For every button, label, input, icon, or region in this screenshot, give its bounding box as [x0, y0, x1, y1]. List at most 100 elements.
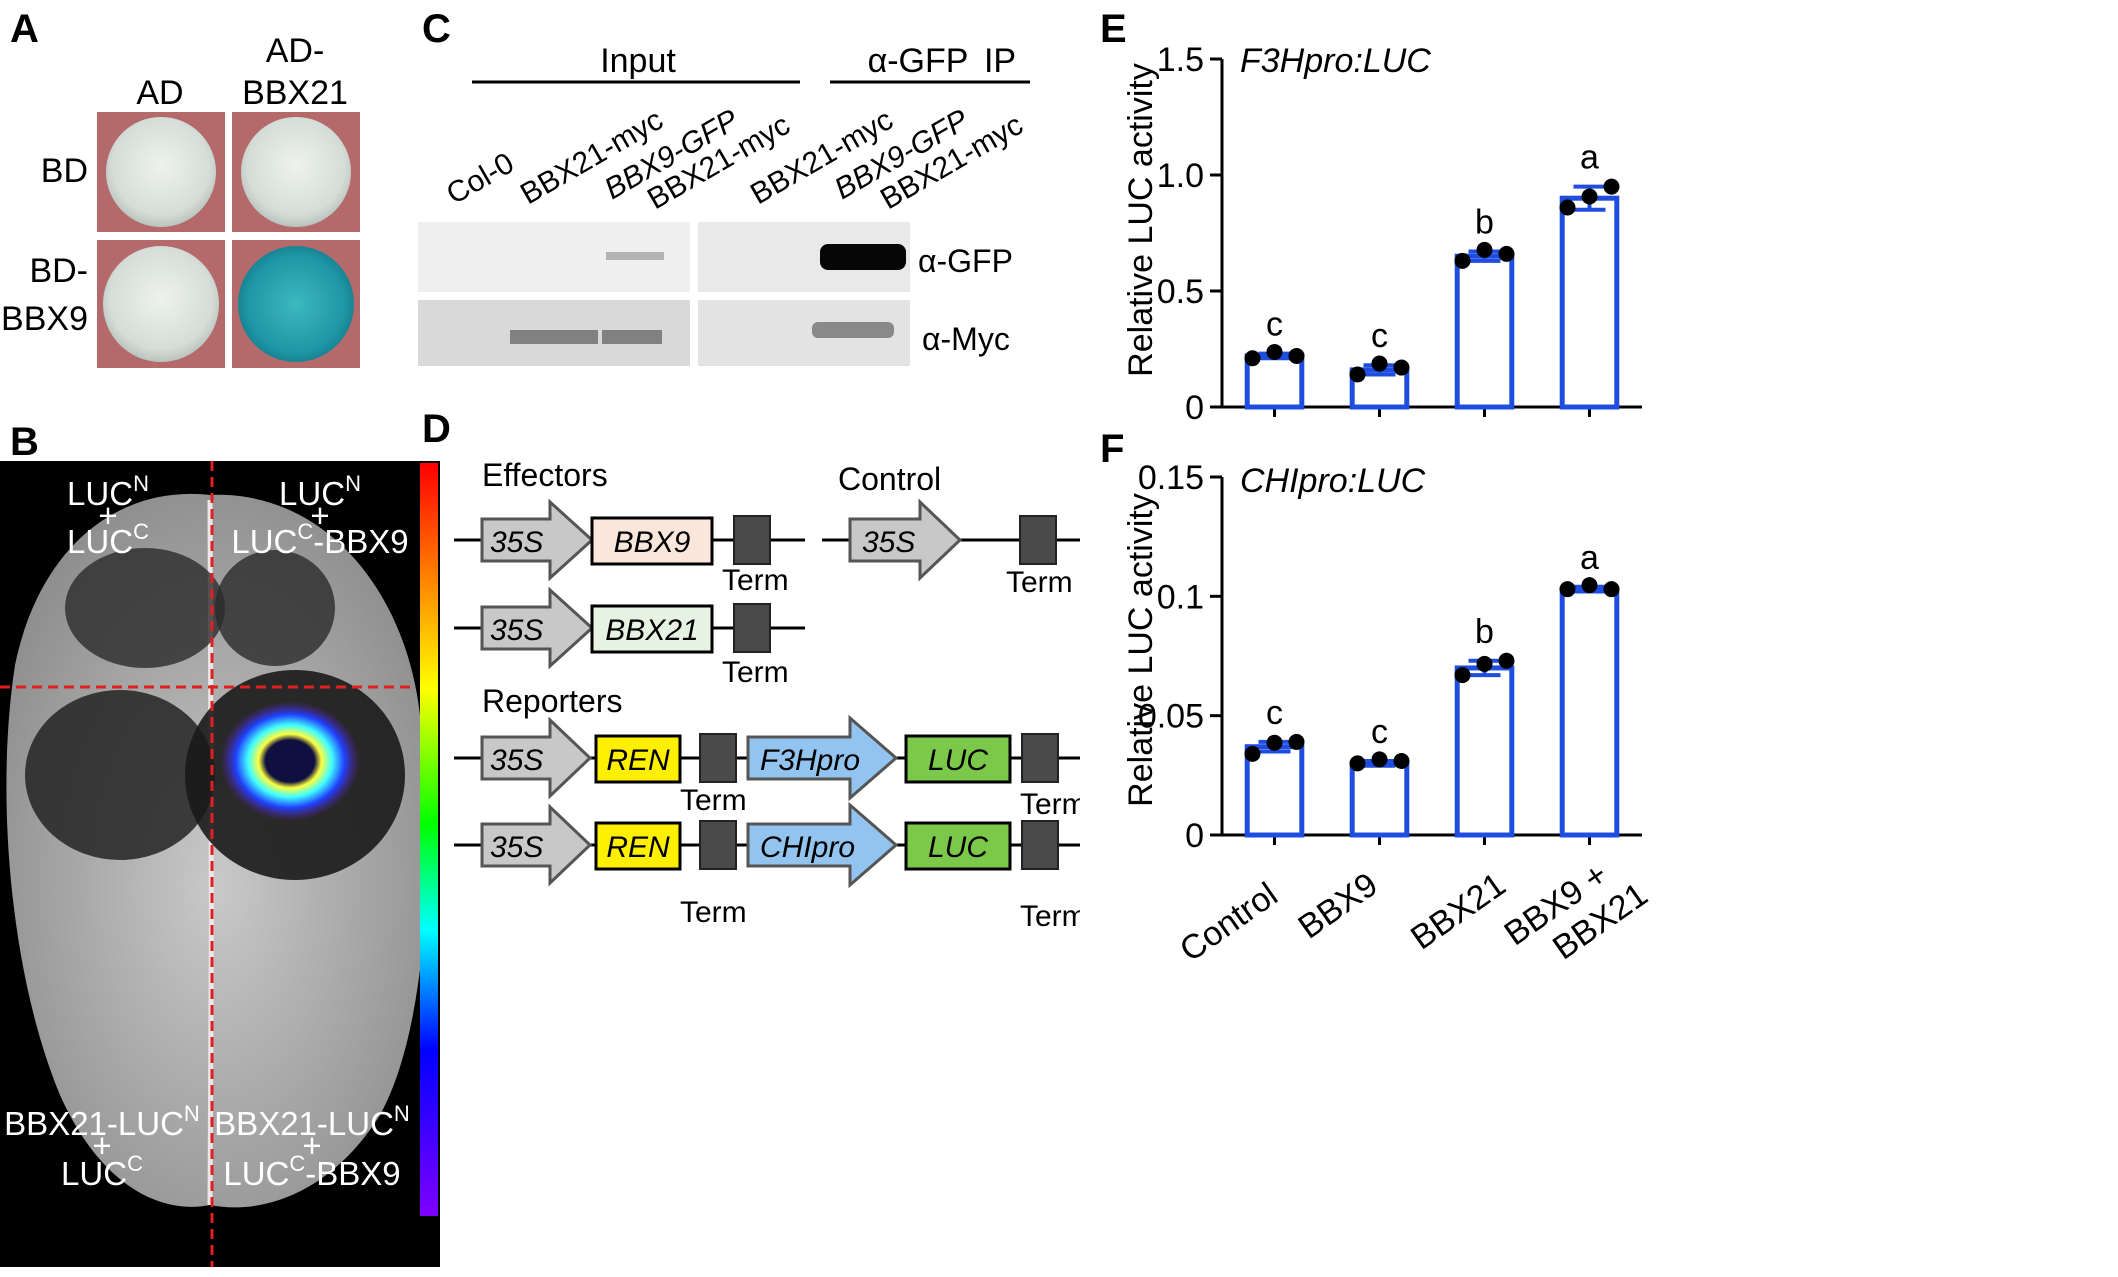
chart-title: F3Hpro:LUC: [1240, 42, 1431, 80]
data-point: [1266, 343, 1283, 360]
construct-f3hpro-reporter: 35S REN Term F3Hpro LUC Term: [454, 714, 1080, 821]
x-tick-label-bbx9: BBX9: [1292, 865, 1385, 946]
significance-label: b: [1475, 613, 1494, 651]
panel-e-letter: E: [1100, 7, 1127, 51]
band: [820, 244, 906, 270]
bar: [1454, 665, 1515, 838]
gene-luc: LUC: [928, 831, 988, 864]
data-point: [1393, 359, 1410, 376]
control-label: Control: [838, 461, 941, 497]
panel-f-letter: F: [1100, 427, 1124, 471]
promoter-35s: 35S: [490, 744, 543, 777]
row-label-bd-bbx9-line2: BBX9: [1, 300, 88, 338]
data-point: [1498, 652, 1515, 669]
b-br-plus: +: [302, 1127, 321, 1164]
data-point: [1603, 581, 1620, 598]
bar: [1559, 586, 1620, 838]
data-point: [1559, 199, 1576, 216]
data-point: [1476, 655, 1493, 672]
yeast-colony: [103, 246, 219, 362]
x-tick-label-bbx21: BBX21: [1404, 865, 1513, 957]
panel-f: F Relative LUC activity CHIpro:LUC 00.05…: [1100, 427, 1655, 969]
col-label-ad: AD: [136, 74, 183, 112]
luciferase-signal: [220, 701, 360, 821]
yeast-plate-bdbbx9-ad: [97, 240, 225, 368]
data-point: [1581, 188, 1598, 205]
y-tick-label: 0.15: [1138, 459, 1204, 497]
b-tl-plus: +: [98, 497, 117, 534]
row-label-bd: BD: [41, 152, 88, 190]
data-point: [1498, 245, 1515, 262]
blot-label-gfp: α-GFP: [918, 243, 1013, 279]
panel-d: D Effectors Control 35S BBX9 Term 35S Te…: [422, 407, 1080, 889]
bar: [1454, 253, 1515, 410]
panel-d-footer: Term Term: [680, 896, 1080, 933]
significance-label: a: [1580, 539, 1599, 577]
terminator-box: [733, 515, 771, 565]
panel-a: A AD AD- BBX21 BD BD- BBX9: [1, 7, 360, 368]
term-label: Term: [722, 564, 789, 597]
panel-d-letter: D: [422, 407, 451, 451]
yeast-colony: [241, 117, 351, 227]
ip-label-antibody: α-GFP: [868, 42, 969, 80]
infiltration-spot: [25, 690, 215, 860]
construct-control: 35S Term: [822, 498, 1080, 599]
reporters-label: Reporters: [482, 683, 623, 719]
data-point: [1581, 577, 1598, 594]
svg-text:LUCC-BBX9: LUCC-BBX9: [231, 519, 408, 560]
b-bl-line2: LUC: [61, 1155, 127, 1192]
terminator-box: [733, 603, 771, 653]
svg-text:LUCN: LUCN: [279, 471, 361, 512]
construct-bbx9: 35S BBX9 Term: [454, 498, 805, 597]
significance-label: a: [1580, 139, 1599, 177]
bar: [1349, 760, 1410, 838]
data-point: [1349, 755, 1366, 772]
band: [606, 252, 664, 260]
data-point: [1454, 667, 1471, 684]
construct-bbx21: 35S BBX21 Term: [454, 586, 805, 689]
terminator-box: [1019, 515, 1057, 565]
y-tick-label: 1.0: [1157, 157, 1204, 195]
svg-text:LUCN: LUCN: [67, 471, 149, 512]
data-point: [1349, 366, 1366, 383]
yeast-colony-blue: [238, 246, 354, 362]
promoter-35s: 35S: [490, 614, 543, 647]
yeast-plate-bd-adbbx21: [232, 112, 360, 232]
y-tick-label: 0.1: [1157, 578, 1204, 616]
term-label: Term: [680, 784, 747, 817]
col-label-ad-bbx21-line2: BBX21: [242, 74, 348, 112]
data-point: [1454, 252, 1471, 269]
ip-label: IP: [984, 42, 1016, 80]
term-label: Term: [1020, 900, 1080, 933]
y-tick-label: 0.5: [1157, 273, 1204, 311]
row-label-bd-bbx9-line1: BD-: [29, 252, 88, 290]
significance-label: c: [1266, 694, 1283, 732]
band: [602, 330, 662, 344]
data-point: [1371, 751, 1388, 768]
color-scale-bar: [420, 463, 438, 1216]
promoter-chipro: CHIpro: [760, 831, 855, 864]
data-point: [1266, 734, 1283, 751]
infiltration-spot: [65, 548, 225, 668]
svg-text:LUCC: LUCC: [67, 519, 149, 560]
gene-bbx21: BBX21: [605, 614, 698, 647]
panel-c-letter: C: [422, 7, 451, 51]
data-point: [1603, 178, 1620, 195]
data-point: [1288, 347, 1305, 364]
b-br-line1: BBX21-LUC: [214, 1105, 394, 1142]
svg-text:LUCC: LUCC: [61, 1151, 143, 1192]
yeast-plate-bdbbx9-adbbx21: [232, 240, 360, 368]
significance-label: c: [1266, 306, 1283, 344]
panel-b-letter: B: [10, 420, 39, 464]
lane-col0: Col-0: [441, 147, 520, 211]
gene-ren: REN: [606, 831, 670, 864]
band: [812, 322, 894, 338]
b-tr-line2: LUC: [231, 523, 297, 560]
y-axis-label: Relative LUC activity: [1122, 63, 1160, 377]
promoter-f3hpro: F3Hpro: [760, 744, 860, 777]
gene-luc: LUC: [928, 744, 988, 777]
svg-text:BBX21-LUCN: BBX21-LUCN: [4, 1101, 200, 1142]
gene-ren: REN: [606, 744, 670, 777]
